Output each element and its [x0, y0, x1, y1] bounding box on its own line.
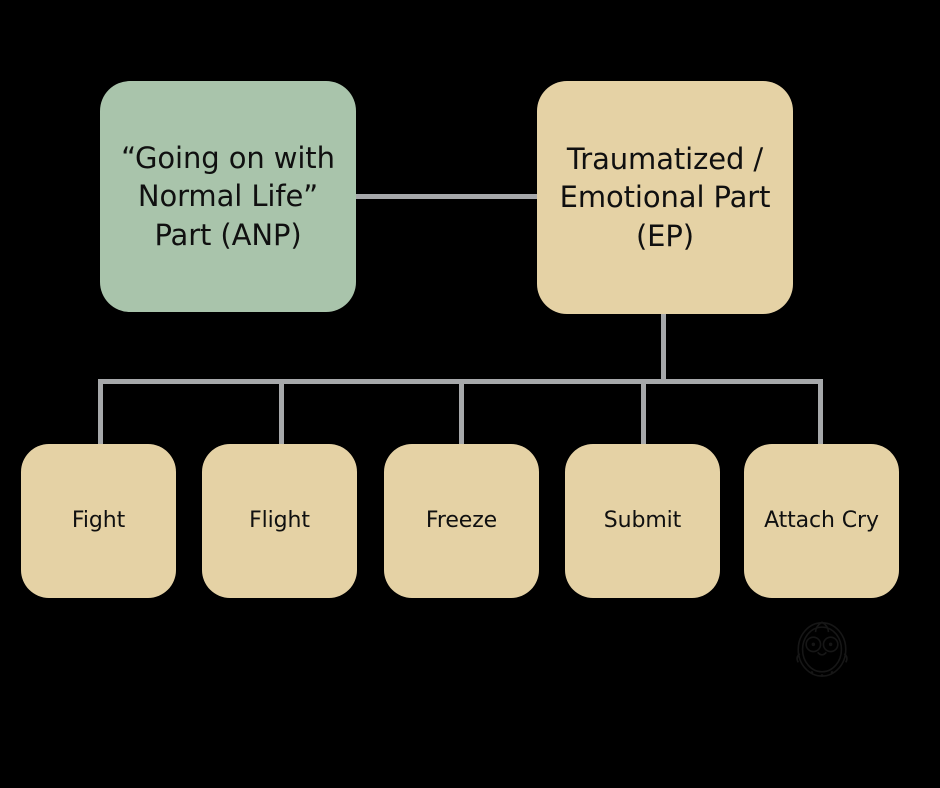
- node-defense-flight-label: Flight: [249, 508, 310, 534]
- node-defense-attach-cry: Attach Cry: [744, 444, 899, 598]
- connector-drop-freeze: [459, 379, 464, 446]
- node-defense-attach-cry-label: Attach Cry: [764, 508, 879, 534]
- node-defense-flight: Flight: [202, 444, 357, 598]
- node-ep-line-3: (EP): [635, 218, 695, 253]
- connector-drop-attach-cry: [818, 379, 823, 446]
- connector-drop-flight: [279, 379, 284, 446]
- node-ep-label: Traumatized / Emotional Part(EP): [560, 140, 771, 256]
- connector-drop-fight: [98, 379, 103, 446]
- connector-anp-to-ep: [355, 194, 538, 199]
- node-anp-line-1: “Going on with: [121, 140, 335, 175]
- node-defense-fight-label: Fight: [71, 508, 126, 534]
- connector-ep-stem: [661, 313, 666, 383]
- node-defense-freeze-label: Freeze: [425, 508, 498, 534]
- node-defense-freeze: Freeze: [384, 444, 539, 598]
- node-defense-submit: Submit: [565, 444, 720, 598]
- emblem-watermark-icon: [786, 612, 858, 684]
- node-ep: Traumatized / Emotional Part(EP): [537, 81, 793, 314]
- node-defense-submit-label: Submit: [603, 508, 682, 534]
- node-defense-fight: Fight: [21, 444, 176, 598]
- connector-drop-submit: [641, 379, 646, 446]
- node-anp-line-3: Part (ANP): [154, 217, 302, 252]
- node-anp-line-2: Normal Life”: [137, 179, 319, 214]
- node-ep-line-1: Traumatized /: [566, 141, 764, 176]
- node-ep-line-2: Emotional Part: [559, 180, 771, 215]
